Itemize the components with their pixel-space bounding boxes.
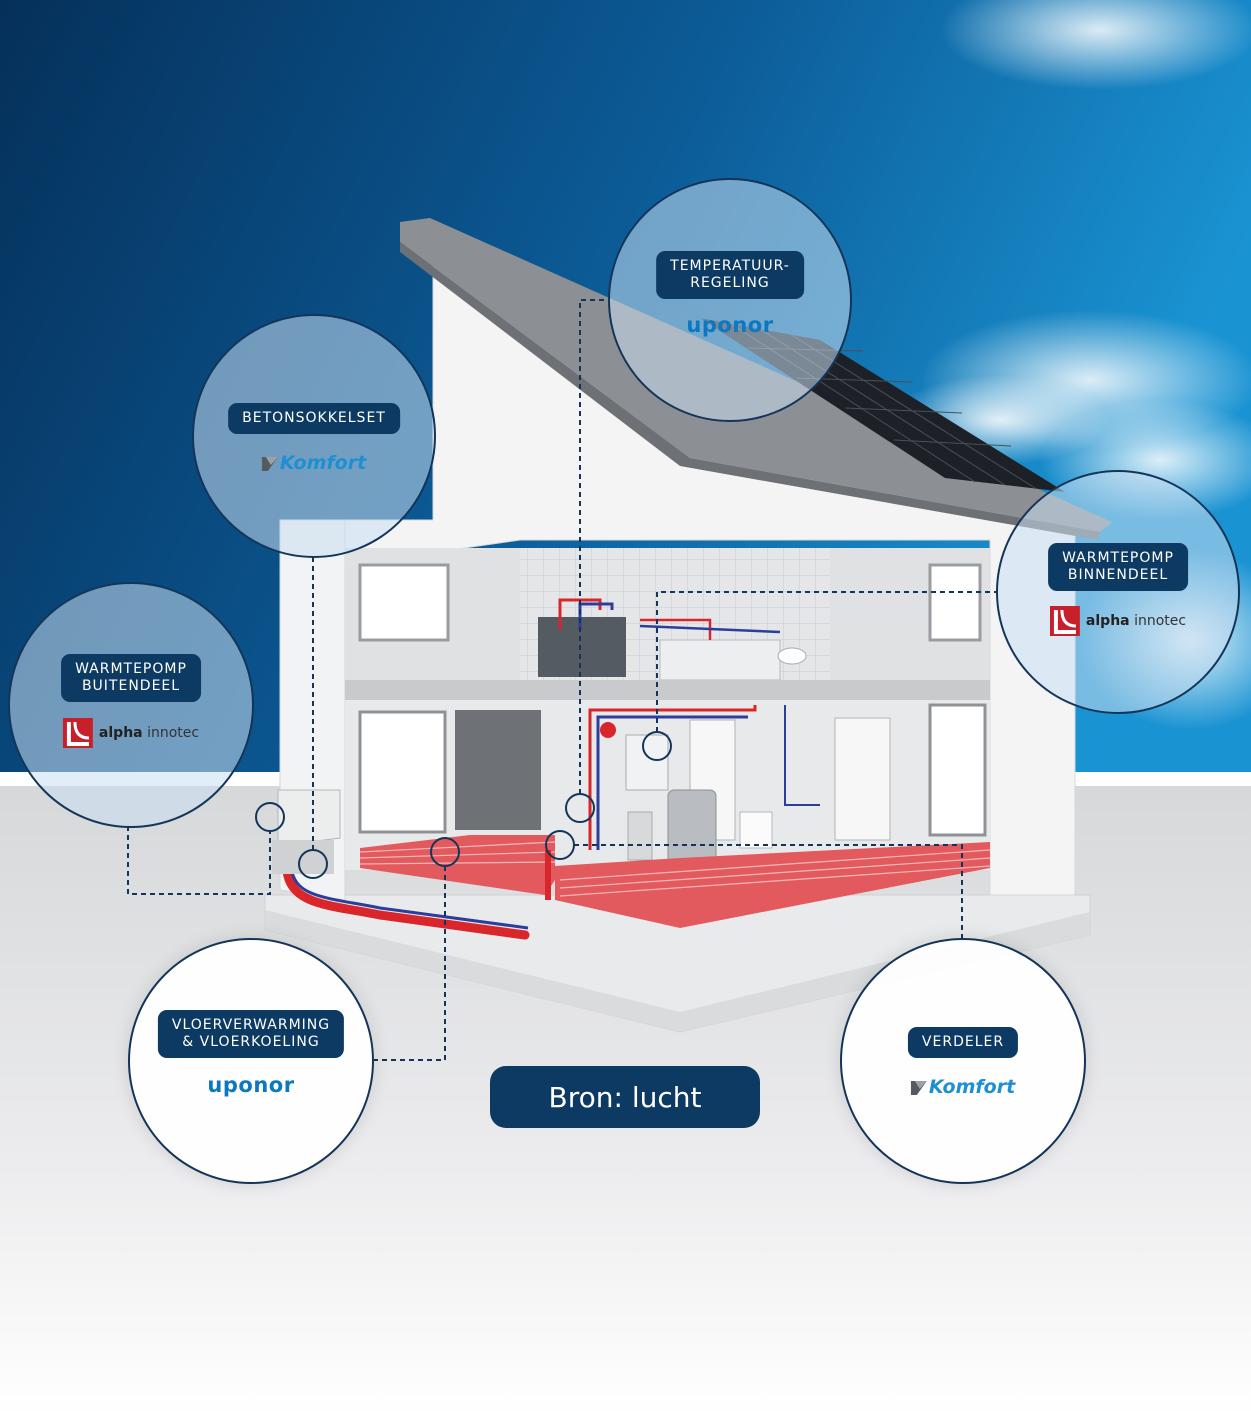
upper-window-right <box>928 563 982 642</box>
callout-vloerverwarming[interactable]: VLOERVERWARMING & VLOERKOELING uponor <box>128 938 374 1184</box>
komfort-logo: Komfort <box>910 1076 1015 1098</box>
alpha-innotec-logo: alpha innotec <box>1049 606 1186 636</box>
verdeler-label: VERDELER <box>907 1027 1019 1058</box>
indoor-unit <box>625 734 669 791</box>
door-2 <box>834 717 891 841</box>
connector-lines <box>127 299 998 1061</box>
uponor-logo: uponor <box>686 313 774 337</box>
kitchen-unit <box>455 710 541 830</box>
washbasin <box>777 647 807 665</box>
callout-warmtepomp-binnendeel[interactable]: WARMTEPOMP BINNENDEEL alpha innotec <box>996 470 1240 714</box>
expansion-vessel <box>600 722 616 738</box>
washing-machine <box>739 811 773 849</box>
alpha-innotec-mark-icon <box>1049 606 1080 636</box>
buffer-tank <box>627 811 653 861</box>
floor-heating-right <box>555 842 990 928</box>
betonsokkelset-label: BETONSOKKELSET <box>228 403 400 434</box>
komfort-mark-icon <box>261 457 278 471</box>
ground-window-right <box>928 703 987 837</box>
ground-pipe <box>282 865 530 940</box>
callout-temperatuurregeling[interactable]: TEMPERATUUR- REGELING uponor <box>608 178 852 422</box>
upper-window-left <box>358 563 450 642</box>
floor-slab <box>345 680 990 700</box>
source-badge: Bron: lucht <box>490 1066 760 1128</box>
binnendeel-label: WARMTEPOMP BINNENDEEL <box>1048 543 1188 591</box>
ground-pipe-cold <box>290 871 529 930</box>
callout-verdeler[interactable]: VERDELER Komfort <box>840 938 1086 1184</box>
temperatuurregeling-label: TEMPERATUUR- REGELING <box>656 251 804 299</box>
buitendeel-label: WARMTEPOMP BUITENDEEL <box>61 654 201 702</box>
ground-window-left <box>358 710 447 834</box>
komfort-logo: Komfort <box>261 452 366 474</box>
uponor-logo: uponor <box>207 1073 295 1097</box>
vloerverwarming-label: VLOERVERWARMING & VLOERKOELING <box>157 1010 345 1058</box>
alpha-innotec-logo: alpha innotec <box>62 718 199 748</box>
radiator <box>538 617 626 677</box>
bathtub <box>659 639 781 681</box>
callout-betonsokkelset[interactable]: BETONSOKKELSET Komfort <box>192 314 436 558</box>
callout-warmtepomp-buitendeel[interactable]: WARMTEPOMP BUITENDEEL alpha innotec <box>8 582 254 828</box>
komfort-mark-icon <box>910 1081 927 1095</box>
concrete-base <box>272 840 334 874</box>
alpha-innotec-mark-icon <box>62 718 93 748</box>
outdoor-unit <box>277 789 341 847</box>
